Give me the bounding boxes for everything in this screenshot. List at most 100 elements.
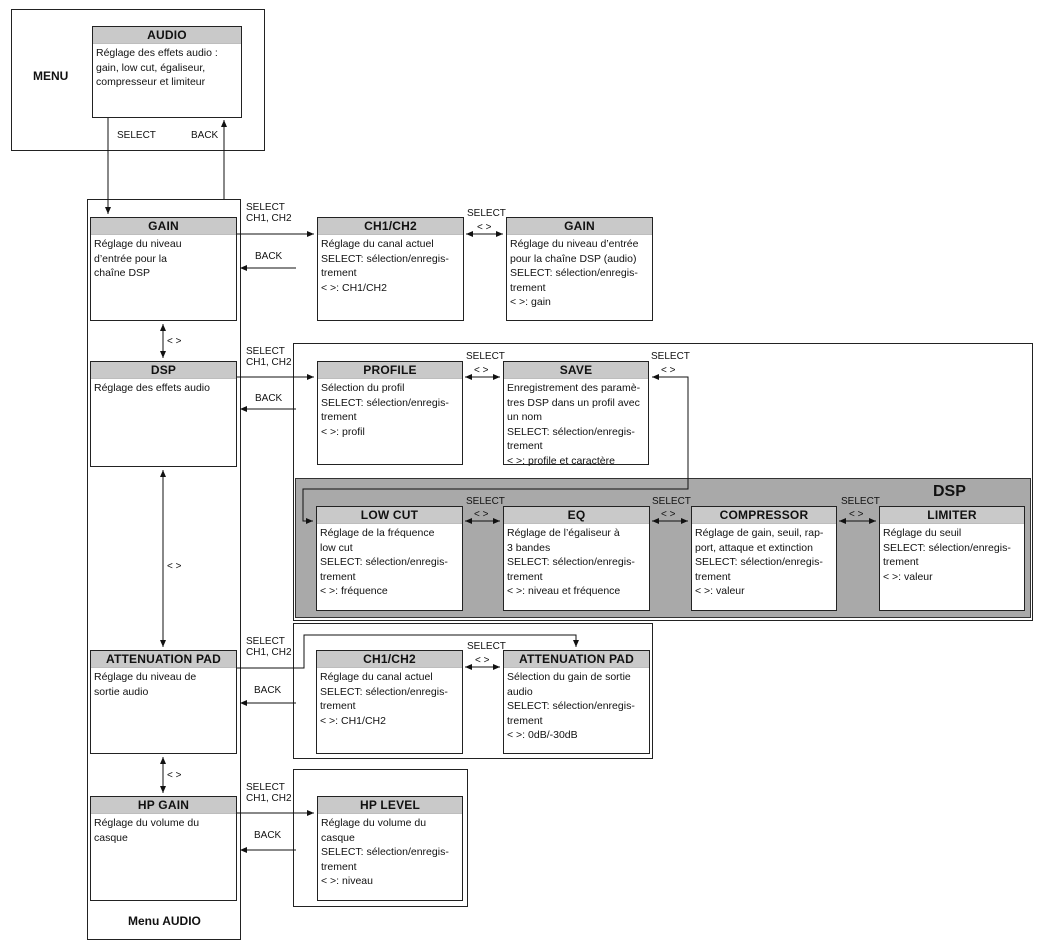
- description-line: compresseur et limiteur: [96, 76, 206, 88]
- dsp-detail-frame: [293, 343, 1033, 621]
- description-line: < >: fréquence: [320, 585, 388, 597]
- description-line: SELECT: sélection/enregis-: [510, 267, 638, 279]
- description-line: SELECT: sélection/enregis-: [507, 700, 635, 712]
- description-line: audio: [507, 685, 533, 698]
- back-label: BACK: [255, 251, 283, 262]
- description-line: Sélection du gain de sortie: [507, 671, 631, 683]
- description-line: trement: [507, 714, 543, 727]
- description-line: low cut: [320, 541, 353, 554]
- description-line: Réglage du volume du: [94, 817, 200, 829]
- box-title: COMPRESSOR: [692, 507, 836, 524]
- box-title: SAVE: [504, 362, 648, 379]
- description-line: d’entrée pour la: [94, 252, 167, 265]
- description-line: SELECT: sélection/enregis-: [321, 396, 449, 409]
- description-line: < >: CH1/CH2: [320, 714, 386, 727]
- description-line: < >: profil: [321, 425, 365, 438]
- select-label: SELECT: [467, 208, 506, 219]
- box-title: LOW CUT: [317, 507, 462, 524]
- description-line: < >: niveau: [321, 875, 373, 887]
- box-title: GAIN: [507, 218, 652, 235]
- att-detail-frame: [293, 623, 653, 759]
- main-menu-frame: [11, 9, 265, 151]
- description-line: Réglage de la fréquence: [320, 527, 435, 539]
- back-label: BACK: [254, 685, 282, 696]
- description-line: < >: 0dB/-30dB: [507, 729, 578, 741]
- description-line: Réglage du niveau d’entrée: [510, 238, 639, 250]
- box-title: ATTENUATION PAD: [91, 651, 236, 668]
- description-line: 3 bandes: [507, 541, 551, 554]
- description-line: trement: [321, 411, 357, 423]
- description-line: trement: [507, 440, 543, 452]
- description-line: trement: [320, 700, 356, 712]
- description-line: trement: [883, 556, 919, 568]
- description-line: casque: [321, 831, 355, 844]
- description-line: SELECT: sélection/enregis-: [321, 252, 449, 265]
- back-label: BACK: [191, 130, 219, 141]
- gain-level-box[interactable]: GAIN Réglage du niveau d’entrée pour la ch…: [506, 217, 653, 321]
- description-line: tres DSP dans un profil avec: [507, 396, 640, 409]
- select-label: SELECT: [651, 351, 690, 362]
- nav-label: < >: [661, 509, 676, 520]
- description-line: port, attaque et extinction: [695, 541, 813, 554]
- submenu-label: Menu AUDIO: [128, 914, 201, 928]
- box-description: Enregistrement des paramè-tres DSP dans …: [504, 379, 648, 470]
- nav-label: < >: [661, 365, 676, 376]
- description-line: trement: [695, 570, 731, 583]
- description-line: < >: valeur: [883, 570, 933, 583]
- description-line: SELECT: sélection/enregis-: [695, 556, 823, 568]
- description-line: SELECT: sélection/enregis-: [507, 556, 635, 568]
- description-line: SELECT: sélection/enregis-: [320, 685, 448, 698]
- description-line: Réglage de gain, seuil, rap-: [695, 527, 824, 539]
- select-label: SELECT: [117, 130, 156, 141]
- description-line: Réglage du niveau: [94, 238, 182, 250]
- hp-detail-frame: [293, 769, 468, 907]
- description-line: trement: [320, 570, 356, 583]
- box-title: CH1/CH2: [317, 651, 462, 668]
- menu-label: MENU: [33, 69, 69, 83]
- description-line: trement: [321, 267, 357, 279]
- nav-label: < >: [167, 770, 182, 781]
- description-line: < >: profile et caractère: [507, 454, 615, 467]
- nav-label: < >: [167, 561, 182, 572]
- box-title: HP LEVEL: [318, 797, 462, 814]
- description-line: pour la chaîne DSP (audio): [510, 252, 637, 265]
- box-title: LIMITER: [880, 507, 1024, 524]
- box-title: HP GAIN: [91, 797, 236, 814]
- description-line: SELECT: sélection/enregis-: [320, 556, 448, 568]
- description-line: trement: [510, 281, 546, 294]
- back-label: BACK: [255, 393, 283, 404]
- description-line: Réglage du niveau de: [94, 671, 197, 683]
- nav-label: < >: [167, 336, 182, 347]
- box-title: AUDIO: [93, 27, 241, 44]
- box-description: Réglage des effets audio: [91, 379, 236, 398]
- description-line: trement: [507, 570, 543, 583]
- nav-label: < >: [849, 509, 864, 520]
- box-description: Réglage de gain, seuil, rap-port, attaqu…: [692, 524, 836, 601]
- select-label: SELECT: [466, 351, 505, 362]
- description-line: SELECT: sélection/enregis-: [507, 425, 635, 438]
